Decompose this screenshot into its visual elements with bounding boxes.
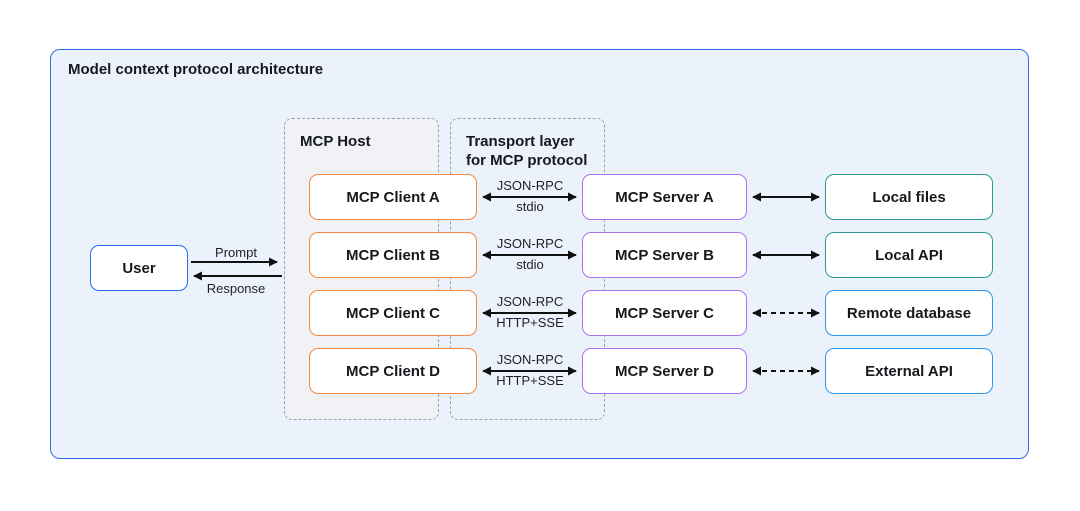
link-b-protocol: JSON-RPC <box>496 236 564 251</box>
prompt-arrow-label: Prompt <box>215 245 257 260</box>
mcp-server-d-node: MCP Server D <box>582 348 747 394</box>
link-d-protocol: JSON-RPC <box>496 352 564 367</box>
mcp-host-group-label: MCP Host <box>300 133 371 150</box>
link-d-transport: HTTP+SSE <box>496 373 564 388</box>
transport-label-line1: Transport layer <box>466 133 575 150</box>
link-c-transport: HTTP+SSE <box>496 315 564 330</box>
link-a-transport: stdio <box>516 199 544 214</box>
user-node: User <box>90 245 188 291</box>
mcp-server-b-node: MCP Server B <box>582 232 747 278</box>
diagram-title: Model context protocol architecture <box>68 61 324 78</box>
link-label-a: JSON-RPC stdio <box>479 179 581 213</box>
link-label-b: JSON-RPC stdio <box>479 237 581 271</box>
mcp-client-d-node: MCP Client D <box>309 348 477 394</box>
local-files-node: Local files <box>825 174 993 220</box>
mcp-server-a-node: MCP Server A <box>582 174 747 220</box>
external-api-node: External API <box>825 348 993 394</box>
mcp-server-c-node: MCP Server C <box>582 290 747 336</box>
local-api-node: Local API <box>825 232 993 278</box>
transport-label-line2: for MCP protocol <box>466 152 588 169</box>
mcp-client-b-node: MCP Client B <box>309 232 477 278</box>
link-label-d: JSON-RPC HTTP+SSE <box>479 353 581 387</box>
link-c-protocol: JSON-RPC <box>496 294 564 309</box>
link-a-protocol: JSON-RPC <box>496 178 564 193</box>
transport-layer-group-label: Transport layer for MCP protocol <box>466 132 587 170</box>
link-label-c: JSON-RPC HTTP+SSE <box>479 295 581 329</box>
remote-database-node: Remote database <box>825 290 993 336</box>
mcp-client-a-node: MCP Client A <box>309 174 477 220</box>
mcp-client-c-node: MCP Client C <box>309 290 477 336</box>
link-b-transport: stdio <box>516 257 544 272</box>
response-arrow-label: Response <box>206 281 266 296</box>
